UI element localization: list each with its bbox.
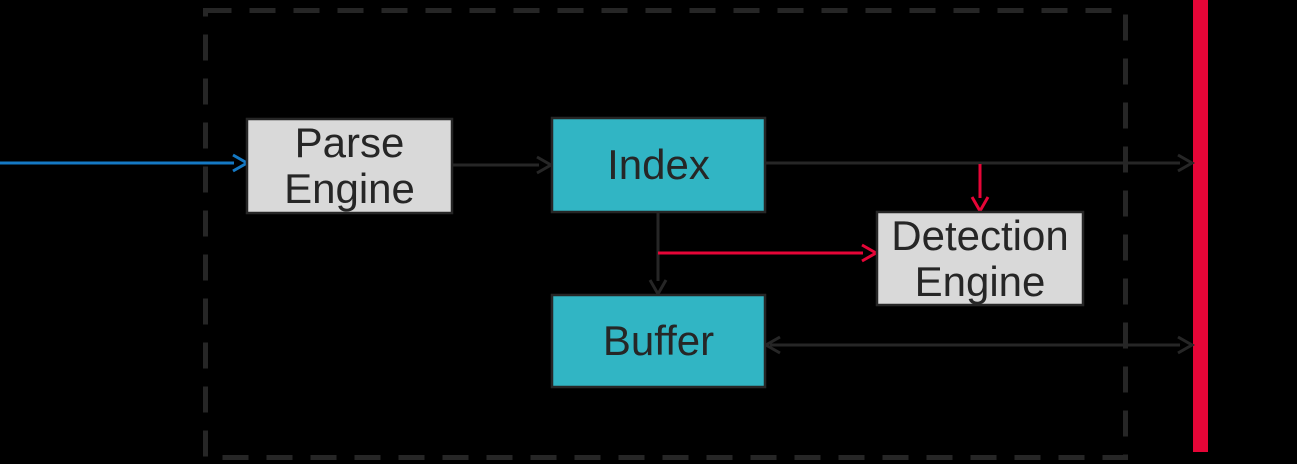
- input-arrowhead-icon: [232, 153, 251, 173]
- detection-engine-node: [875, 210, 1085, 307]
- system-boundary: [203, 8, 1128, 460]
- parse-to-index-arrowhead-icon: [536, 155, 555, 175]
- output-arrowhead-icon: [1177, 335, 1196, 355]
- output-bar: [1193, 0, 1208, 452]
- detection-left-arrowhead-icon: [861, 243, 880, 263]
- index-to-output-arrowhead-icon: [1177, 153, 1196, 173]
- index-node: [550, 116, 767, 214]
- index-to-buffer-arrowhead-icon: [648, 279, 668, 298]
- detection-top-arrowhead-icon: [970, 196, 990, 215]
- buffer-node: [550, 293, 767, 389]
- parse-engine-node: [245, 117, 454, 215]
